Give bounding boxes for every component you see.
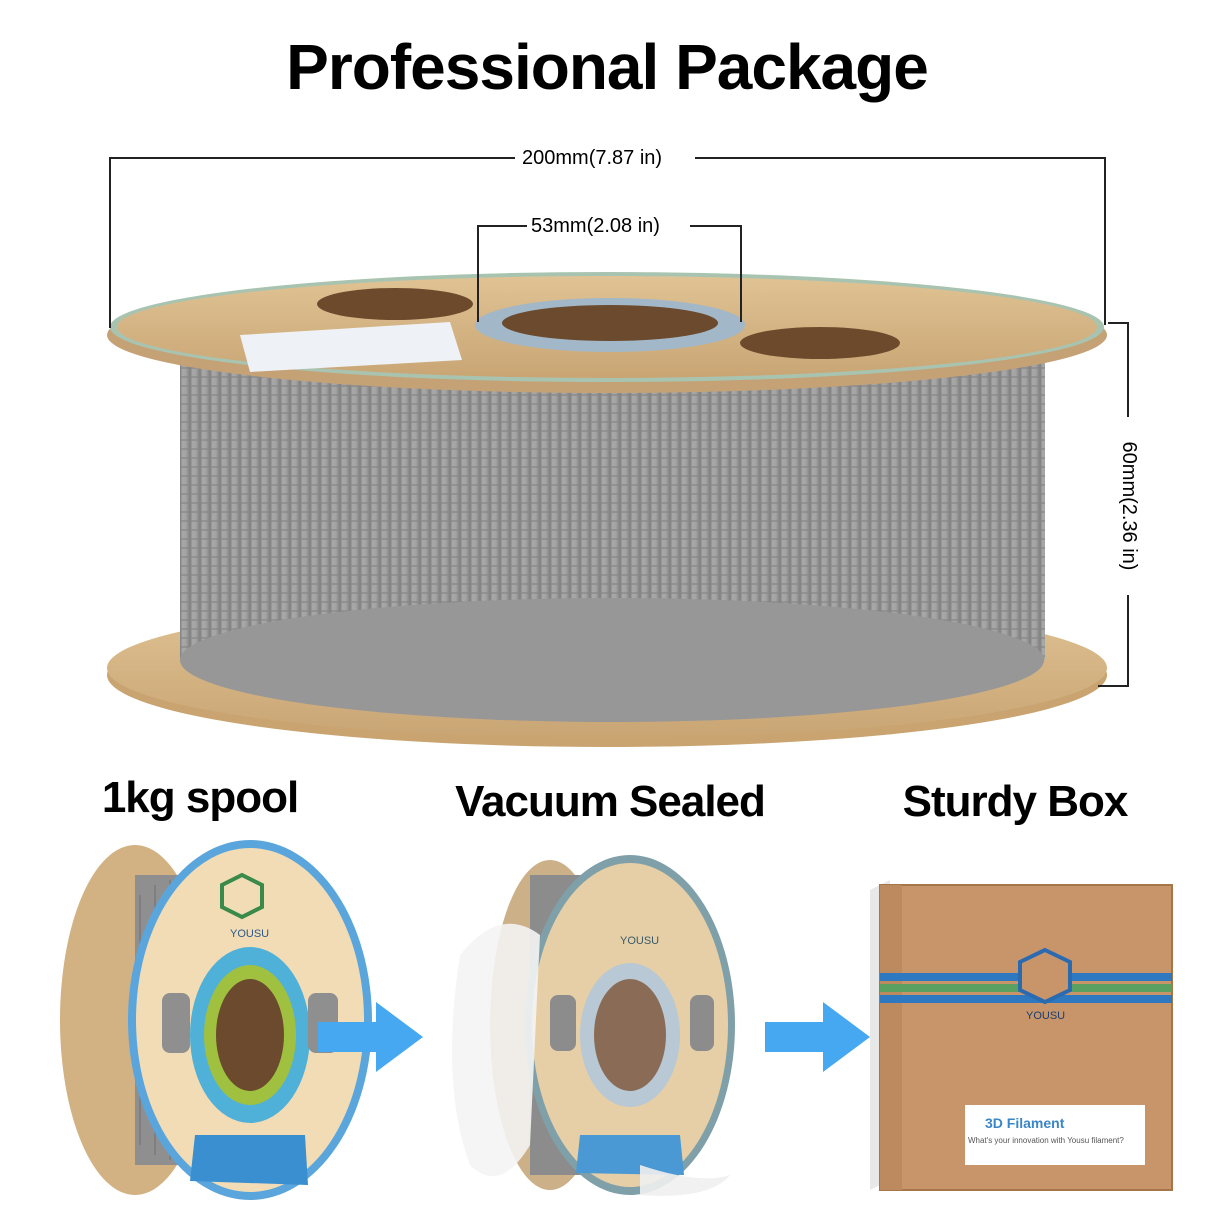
box-logo-text: YOUSU [1026, 1010, 1066, 1022]
box-tagline-text: What's your innovation with Yousu filame… [968, 1136, 1124, 1145]
inner-diameter-label: 53mm(2.08 in) [527, 214, 664, 238]
box-image [870, 880, 1173, 1191]
box-product-text: 3D Filament [985, 1115, 1065, 1131]
spool-logo-text: YOUSU [230, 928, 270, 940]
spool-image [60, 840, 372, 1200]
spool-label: 1kg spool [101, 773, 299, 822]
vacuum-label: Vacuum Sealed [455, 777, 766, 826]
box-label: Sturdy Box [902, 777, 1129, 826]
outer-diameter-label: 200mm(7.87 in) [518, 146, 667, 170]
vacuum-spool-image [452, 855, 735, 1196]
width-label: 60mm(2.36 in) [1117, 417, 1141, 595]
main-spool-image [107, 157, 1129, 747]
vacuum-logo-text: YOUSU [620, 935, 660, 947]
arrow-right-icon [318, 1002, 423, 1072]
page-title: Professional Package [286, 31, 929, 103]
arrow-right-icon [765, 1002, 870, 1072]
